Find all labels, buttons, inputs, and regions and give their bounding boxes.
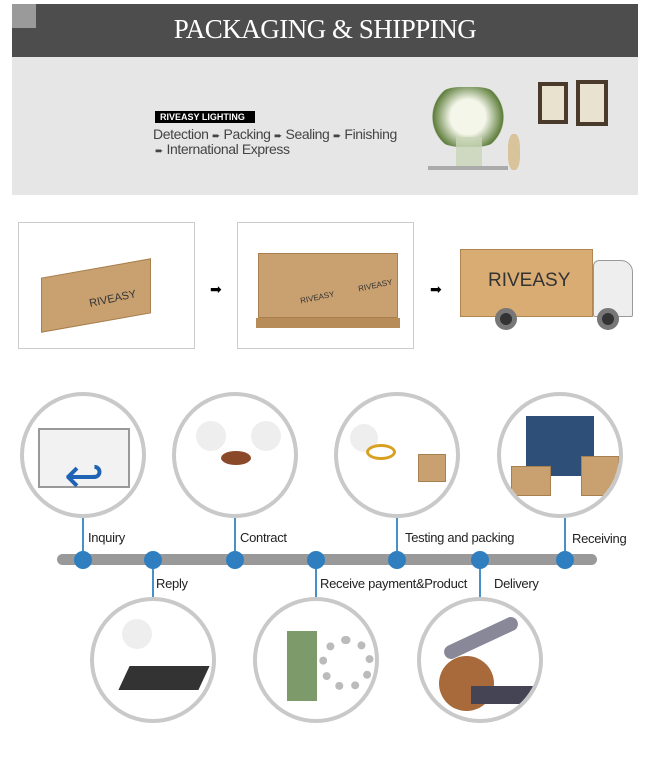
- wheel-icon: [495, 308, 517, 330]
- timeline-dot-payment: [307, 551, 325, 569]
- timeline-stem: [234, 518, 236, 556]
- timeline-stem: [479, 562, 481, 598]
- magnifier-icon: [366, 444, 396, 460]
- pallet-icon: [256, 318, 400, 328]
- single-carton-panel: RIVEASY: [18, 222, 195, 349]
- truck-cab-icon: [593, 260, 633, 317]
- label-testing-packing: Testing and packing: [405, 530, 515, 545]
- step-detection: Detection: [153, 126, 209, 142]
- decor-image: [428, 80, 628, 178]
- arrow-icon: ➨: [274, 131, 283, 142]
- timeline-bar: [57, 554, 597, 565]
- carton-icon: [418, 454, 446, 482]
- truck-brand: RIVEASY: [488, 270, 571, 291]
- reply-image: [90, 597, 216, 723]
- timeline-stem: [82, 518, 84, 556]
- receiving-image: [497, 392, 623, 518]
- gears-icon: [319, 636, 374, 691]
- inquiry-image: ↩: [20, 392, 146, 518]
- person-icon: [196, 421, 226, 451]
- label-reply: Reply: [156, 576, 188, 591]
- brand-badge: RIVEASY LIGHTING: [155, 111, 255, 123]
- wheel-icon: [597, 308, 619, 330]
- banner: [12, 57, 638, 195]
- envelope-icon: [38, 428, 130, 488]
- arrow-icon: ➨: [332, 131, 341, 142]
- headset-person-icon: [122, 619, 152, 649]
- picture-frame-icon: [538, 82, 568, 124]
- arrow-icon: ➡: [430, 281, 442, 297]
- vase-icon: [456, 137, 482, 167]
- label-receiving: Receiving: [572, 531, 627, 546]
- truck-cargo-icon: [460, 249, 593, 317]
- timeline-dot-contract: [226, 551, 244, 569]
- arrow-icon: ➨: [212, 131, 221, 142]
- money-icon: [287, 631, 317, 701]
- arrow-icon: ➨: [155, 146, 163, 157]
- step-international-express: International Express: [166, 141, 290, 157]
- carton-icon: [581, 456, 619, 496]
- contract-icon: [221, 451, 251, 465]
- step-sealing: Sealing: [285, 126, 330, 142]
- page-title: PACKAGING & SHIPPING: [173, 14, 477, 44]
- process-steps-line2: ➨ International Express: [155, 141, 290, 157]
- label-receive-payment: Receive payment&Product: [320, 576, 468, 591]
- process-steps-line1: Detection ➨ Packing ➨ Sealing ➨ Finishin…: [153, 126, 397, 142]
- picture-frame-icon: [576, 80, 608, 126]
- corner-accent: [12, 4, 36, 28]
- label-contract: Contract: [240, 530, 287, 545]
- carton-stack-icon: [258, 253, 398, 318]
- label-delivery: Delivery: [494, 576, 539, 591]
- step-packing: Packing: [223, 126, 271, 142]
- timeline-stem: [396, 518, 398, 556]
- testing-packing-image: [334, 392, 460, 518]
- pallet-panel: RIVEASY RIVEASY: [237, 222, 414, 349]
- delivery-image: [417, 597, 543, 723]
- timeline-dot-inquiry: [74, 551, 92, 569]
- truck-image: RIVEASY: [455, 246, 637, 334]
- payment-image: [253, 597, 379, 723]
- tray-icon: [428, 166, 508, 170]
- timeline-stem: [315, 562, 317, 598]
- contract-image: [172, 392, 298, 518]
- timeline-dot-delivery: [471, 551, 489, 569]
- airplane-icon: [441, 614, 521, 662]
- laptop-icon: [118, 666, 210, 690]
- ship-icon: [471, 686, 536, 704]
- carton-icon: [511, 466, 551, 496]
- reply-arrow-icon: ↩: [64, 450, 105, 503]
- timeline-dot-receiving: [556, 551, 574, 569]
- bottle-icon: [508, 134, 520, 170]
- timeline-stem: [152, 562, 154, 598]
- label-inquiry: Inquiry: [88, 530, 125, 545]
- person-icon: [251, 421, 281, 451]
- timeline-dot-testing: [388, 551, 406, 569]
- step-finishing: Finishing: [344, 126, 397, 142]
- arrow-icon: ➡: [210, 281, 222, 297]
- header-bar: [12, 4, 638, 57]
- timeline-dot-reply: [144, 551, 162, 569]
- timeline-stem: [564, 518, 566, 556]
